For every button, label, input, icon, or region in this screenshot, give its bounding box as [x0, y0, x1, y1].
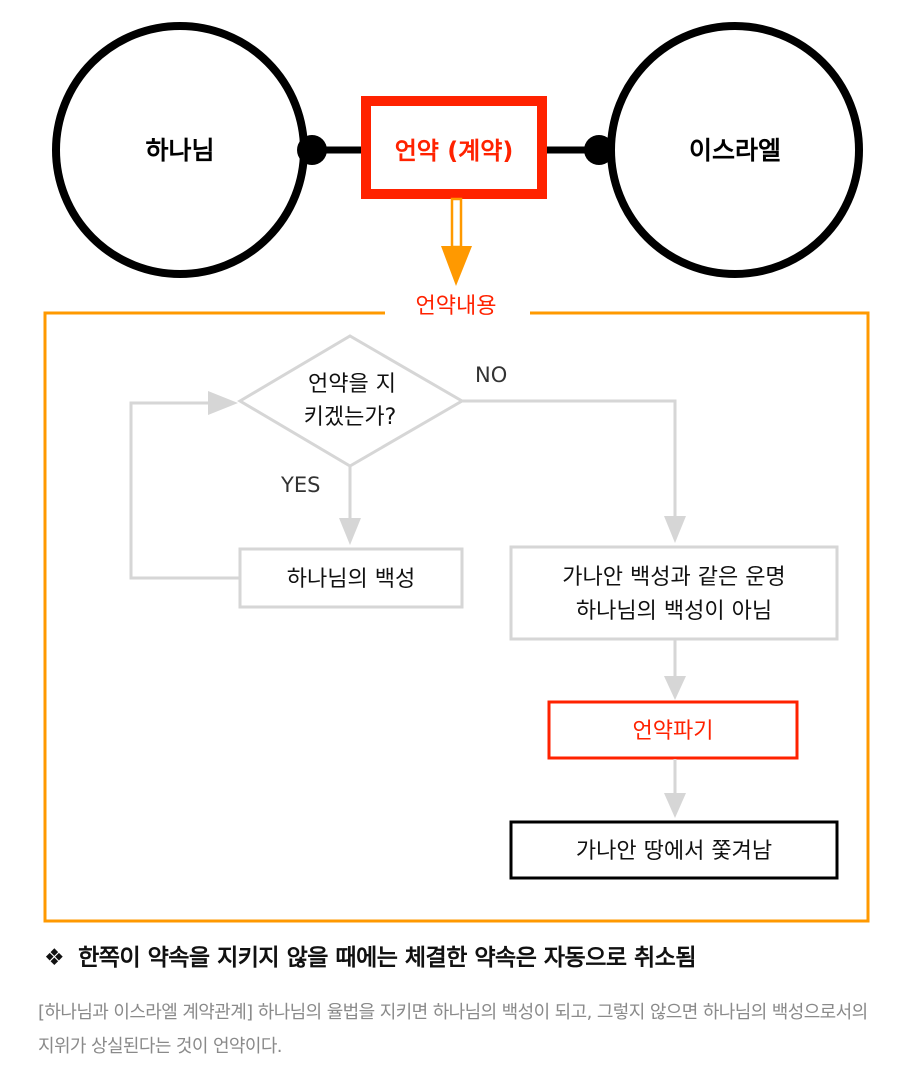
- yes-label: YES: [280, 473, 320, 497]
- breach-box: [547, 700, 799, 760]
- loop-back-arrow-head: [208, 391, 238, 415]
- arrow-to-outcome-head: [664, 793, 686, 818]
- no-result-line2: 하나님의 백성이 아님: [576, 599, 772, 624]
- diamond-bullet-icon: ❖: [44, 945, 65, 971]
- node-god-label: 하나님: [145, 136, 214, 165]
- arrow-to-breach-head: [664, 676, 686, 700]
- outcome-label: 가나안 땅에서 쫓겨남: [576, 839, 772, 864]
- connector-dot-left: [297, 135, 327, 165]
- decision-line1: 언약을 지: [308, 372, 396, 397]
- outcome-box: [509, 820, 839, 880]
- no-result-box: [509, 545, 839, 641]
- content-label: 언약내용: [416, 294, 497, 319]
- no-arrow-head: [664, 516, 686, 543]
- decision-diamond: [237, 334, 465, 468]
- caption: [하나님과 이스라엘 계약관계] 하나님의 율법을 지키면 하나님의 백성이 되…: [38, 1002, 868, 1057]
- covenant-box: [361, 96, 547, 199]
- connector-dot-right: [584, 135, 614, 165]
- node-israel-label: 이스라엘: [689, 136, 781, 165]
- orange-arrow-shaft: [450, 197, 463, 249]
- covenant-diagram: 하나님 이스라엘 언약 (계약) 언약내용 언약을 지 키겠는가? NO YES…: [43, 22, 870, 923]
- no-label: NO: [475, 363, 507, 387]
- loop-back-line: [129, 401, 240, 580]
- decision-line2: 키겠는가?: [304, 405, 397, 430]
- summary-heading: ❖ 한쪽이 약속을 지키지 않을 때에는 체결한 약속은 자동으로 취소됨: [44, 938, 697, 972]
- yes-result-label: 하나님의 백성: [287, 567, 415, 592]
- orange-arrow-head: [441, 246, 472, 286]
- yes-arrow-head: [339, 518, 361, 545]
- breach-label: 언약파기: [633, 719, 714, 744]
- summary-heading-text: 한쪽이 약속을 지키지 않을 때에는 체결한 약속은 자동으로 취소됨: [78, 945, 697, 971]
- content-frame: [43, 311, 870, 923]
- covenant-label: 언약 (계약): [395, 137, 514, 165]
- no-result-line1: 가나안 백성과 같은 운명: [562, 565, 785, 590]
- no-arrow-line: [462, 399, 677, 518]
